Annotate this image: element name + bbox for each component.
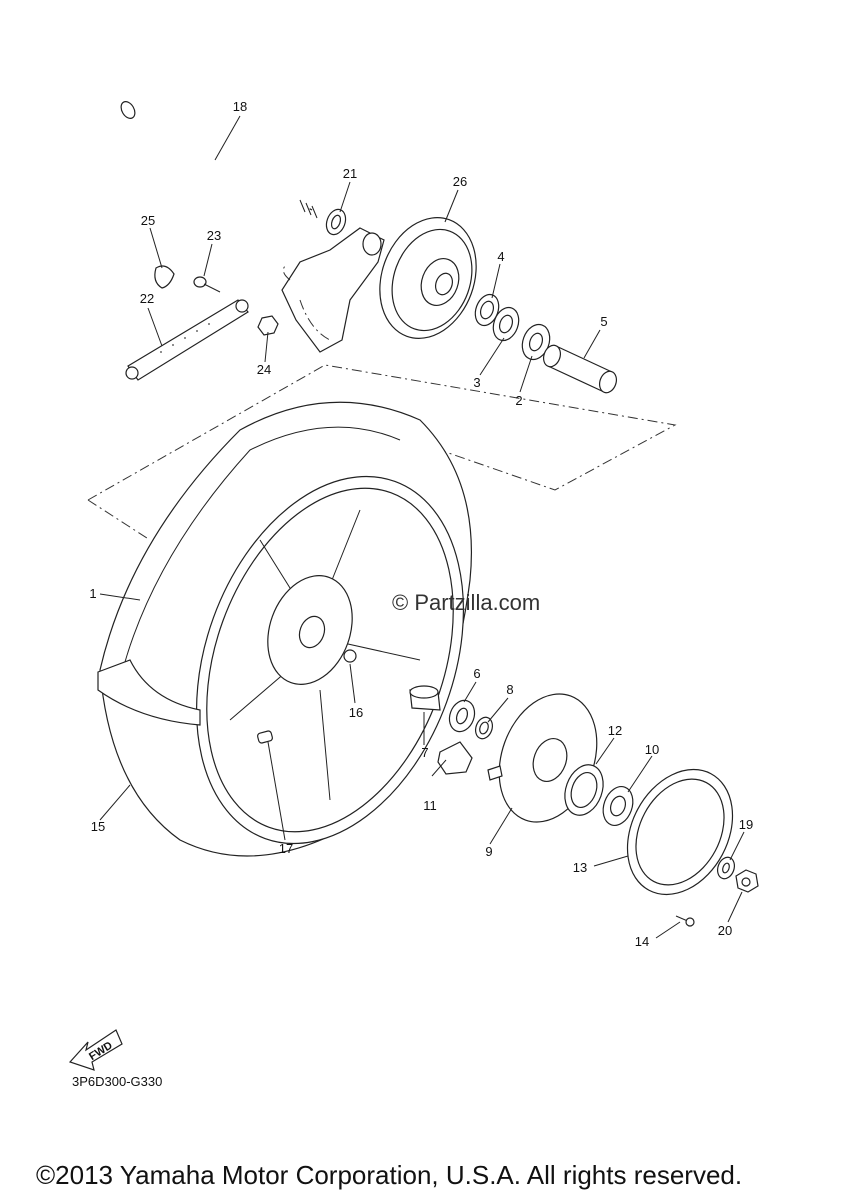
bearing-part-2[interactable] xyxy=(518,321,555,364)
collar-part-7[interactable] xyxy=(409,685,441,711)
callout-13[interactable]: 13 xyxy=(573,860,587,875)
nut-part-20[interactable] xyxy=(735,869,759,893)
spacer-part[interactable] xyxy=(541,343,620,395)
cover-ring-part[interactable] xyxy=(607,751,754,913)
bearing-part-6[interactable] xyxy=(445,697,478,735)
callout-19[interactable]: 19 xyxy=(739,817,753,832)
callout-24[interactable]: 24 xyxy=(257,362,271,377)
wheel-assembly[interactable] xyxy=(97,401,512,881)
sprocket-hub-part[interactable] xyxy=(364,204,493,352)
hub-plate-part[interactable] xyxy=(482,680,614,836)
callout-12[interactable]: 12 xyxy=(608,723,622,738)
watermark: © Partzilla.com xyxy=(392,590,541,615)
bolt-part-23[interactable] xyxy=(193,276,221,293)
axle-part[interactable] xyxy=(118,99,318,219)
damper-part[interactable] xyxy=(437,741,473,775)
torque-arm-part[interactable] xyxy=(125,299,249,381)
callout-11[interactable]: 11 xyxy=(423,798,437,813)
callout-17[interactable]: 17 xyxy=(279,841,293,856)
callout-16[interactable]: 16 xyxy=(349,705,363,720)
valve-part[interactable] xyxy=(257,730,273,744)
callout-5[interactable]: 5 xyxy=(600,314,607,329)
leader-lines xyxy=(99,115,745,939)
callout-4[interactable]: 4 xyxy=(497,249,504,264)
callout-9[interactable]: 9 xyxy=(485,844,492,859)
callout-10[interactable]: 10 xyxy=(645,742,659,757)
callout-21[interactable]: 21 xyxy=(343,166,357,181)
callout-2[interactable]: 2 xyxy=(515,393,522,408)
collar-part[interactable] xyxy=(323,207,349,238)
callout-20[interactable]: 20 xyxy=(718,923,732,938)
callout-labels: 18 21 26 25 23 4 22 5 24 3 2 1 6 8 16 12… xyxy=(89,99,753,949)
nut-part-24[interactable] xyxy=(257,315,279,336)
callout-3[interactable]: 3 xyxy=(473,375,480,390)
callout-6[interactable]: 6 xyxy=(473,666,480,681)
fwd-arrow-icon: FWD xyxy=(68,1029,123,1071)
callout-14[interactable]: 14 xyxy=(635,934,649,949)
oil-seal-part-12[interactable] xyxy=(558,759,610,820)
clip-part[interactable] xyxy=(154,265,175,289)
bearing-part-3[interactable] xyxy=(489,304,523,344)
balance-weight-part[interactable] xyxy=(343,649,357,663)
callout-23[interactable]: 23 xyxy=(207,228,221,243)
callout-18[interactable]: 18 xyxy=(233,99,247,114)
callout-1[interactable]: 1 xyxy=(89,586,96,601)
callout-25[interactable]: 25 xyxy=(141,213,155,228)
oil-seal-part-8[interactable] xyxy=(473,715,496,741)
copyright-notice: ©2013 Yamaha Motor Corporation, U.S.A. A… xyxy=(36,1160,743,1190)
caliper-bracket-part[interactable] xyxy=(281,227,385,353)
callout-15[interactable]: 15 xyxy=(91,819,105,834)
callout-22[interactable]: 22 xyxy=(140,291,154,306)
washer-part-19[interactable] xyxy=(715,855,738,881)
bolt-part-14[interactable] xyxy=(675,915,695,927)
callout-26[interactable]: 26 xyxy=(453,174,467,189)
bearing-part-10[interactable] xyxy=(598,782,638,829)
diagram-code: 3P6D300-G330 xyxy=(72,1074,163,1089)
callout-8[interactable]: 8 xyxy=(506,682,513,697)
callout-7[interactable]: 7 xyxy=(421,745,428,760)
